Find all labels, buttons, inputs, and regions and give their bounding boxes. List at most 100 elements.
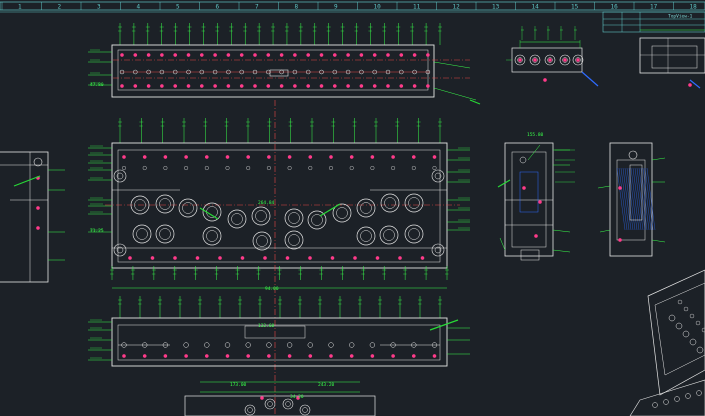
- highlight-point: [36, 206, 40, 210]
- drawing-line: [13, 175, 41, 187]
- highlight-point: [518, 58, 522, 62]
- drawing-line: [433, 87, 477, 101]
- drawing-hole: [146, 69, 151, 75]
- highlight-point: [213, 84, 217, 88]
- hatch-line: [630, 167, 640, 231]
- drawing-hole: [284, 208, 304, 228]
- highlight-point: [246, 354, 251, 358]
- highlight-point: [226, 53, 231, 57]
- side-view-1-base: [520, 249, 540, 261]
- drawing-hole: [286, 342, 293, 348]
- drawing-hole: [182, 202, 194, 214]
- hatch-section: [616, 167, 656, 231]
- highlight-point: [411, 155, 416, 159]
- highlight-point: [142, 155, 147, 159]
- drawing-hole: [385, 69, 391, 75]
- drawing-hole: [349, 165, 354, 170]
- highlight-point: [133, 84, 138, 88]
- drawing-hole: [307, 210, 327, 230]
- highlight-point: [253, 53, 257, 57]
- highlight-point: [319, 84, 324, 88]
- drawing-hole: [404, 224, 424, 244]
- left-dimension-a: 71.25: [90, 228, 104, 234]
- drawing-hole: [266, 342, 272, 348]
- highlight-point: [120, 84, 124, 88]
- hatch-line: [644, 167, 654, 231]
- drawing-hole: [370, 165, 375, 170]
- highlight-point: [308, 256, 312, 260]
- gate-slot: [269, 69, 289, 77]
- left-side-view: [0, 151, 49, 283]
- drawing-hole: [204, 165, 209, 170]
- drawing-hole: [288, 234, 300, 246]
- drawing-hole: [391, 165, 396, 170]
- drawing-hole: [226, 69, 231, 75]
- drawing-hole: [425, 69, 431, 75]
- drawing-hole: [519, 156, 527, 164]
- drawing-hole: [292, 69, 298, 75]
- hatch-line: [616, 167, 626, 231]
- drawing-hole: [359, 69, 364, 75]
- drawing-hole: [184, 165, 189, 170]
- highlight-point: [370, 155, 375, 159]
- ruler-label-16: 16: [611, 4, 619, 11]
- drawing-hole: [178, 198, 198, 218]
- highlight-point: [279, 53, 284, 57]
- highlight-point: [420, 256, 425, 260]
- highlight-point: [263, 256, 267, 260]
- drawing-hole: [319, 69, 324, 75]
- drawing-hole: [308, 165, 313, 170]
- hatch-line: [636, 167, 646, 231]
- highlight-point: [370, 354, 375, 358]
- hatch-line: [626, 167, 636, 231]
- center-mid-dimension: 132.60: [258, 323, 275, 329]
- drawing-hole: [379, 225, 399, 245]
- mold-plate-drawings[interactable]: [0, 23, 705, 416]
- drawing-hole: [572, 54, 584, 66]
- overall-width-dimension: 94.00: [265, 286, 279, 292]
- drawing-line: [319, 203, 341, 217]
- hatch-line: [618, 167, 628, 231]
- ruler-label-11: 11: [413, 4, 421, 11]
- highlight-point: [160, 84, 164, 88]
- side-view-dimension: 155.80: [527, 132, 544, 138]
- drawing-hole: [159, 69, 165, 75]
- ruler-label-3: 3: [97, 4, 101, 11]
- highlight-point: [267, 155, 271, 159]
- highlight-point: [267, 354, 271, 358]
- block-part-inner: [651, 45, 698, 69]
- iso-hole: [663, 399, 669, 405]
- drawing-hole: [134, 199, 146, 211]
- drawing-hole: [411, 342, 417, 348]
- highlight-point: [426, 53, 430, 57]
- drawing-hole: [384, 197, 396, 209]
- highlight-point: [522, 186, 526, 190]
- highlight-point: [293, 84, 297, 88]
- drawing-line: [581, 71, 599, 87]
- drawing-hole: [383, 229, 395, 241]
- drawing-hole: [267, 401, 273, 407]
- drawing-hole: [529, 54, 541, 66]
- iso-hole: [674, 396, 680, 402]
- dimension-tick-row: [110, 266, 449, 280]
- highlight-point: [122, 354, 126, 358]
- highlight-point: [239, 53, 244, 57]
- drawing-hole: [514, 54, 526, 66]
- highlight-point: [122, 155, 126, 159]
- drawing-hole: [432, 165, 437, 170]
- drawing-hole: [136, 228, 148, 240]
- dimension-tick-row: [118, 23, 442, 45]
- highlight-point: [349, 155, 354, 159]
- ruler-label-15: 15: [571, 4, 579, 11]
- highlight-point: [538, 200, 542, 204]
- drawing-hole: [408, 197, 420, 209]
- drawing-hole: [121, 342, 127, 348]
- drawing-hole: [142, 342, 148, 348]
- highlight-point: [293, 53, 297, 57]
- drawing-hole: [299, 404, 311, 416]
- drawing-hole: [113, 243, 127, 257]
- drawing-hole: [162, 342, 169, 348]
- highlight-point: [576, 58, 580, 62]
- drawing-hole: [336, 207, 348, 219]
